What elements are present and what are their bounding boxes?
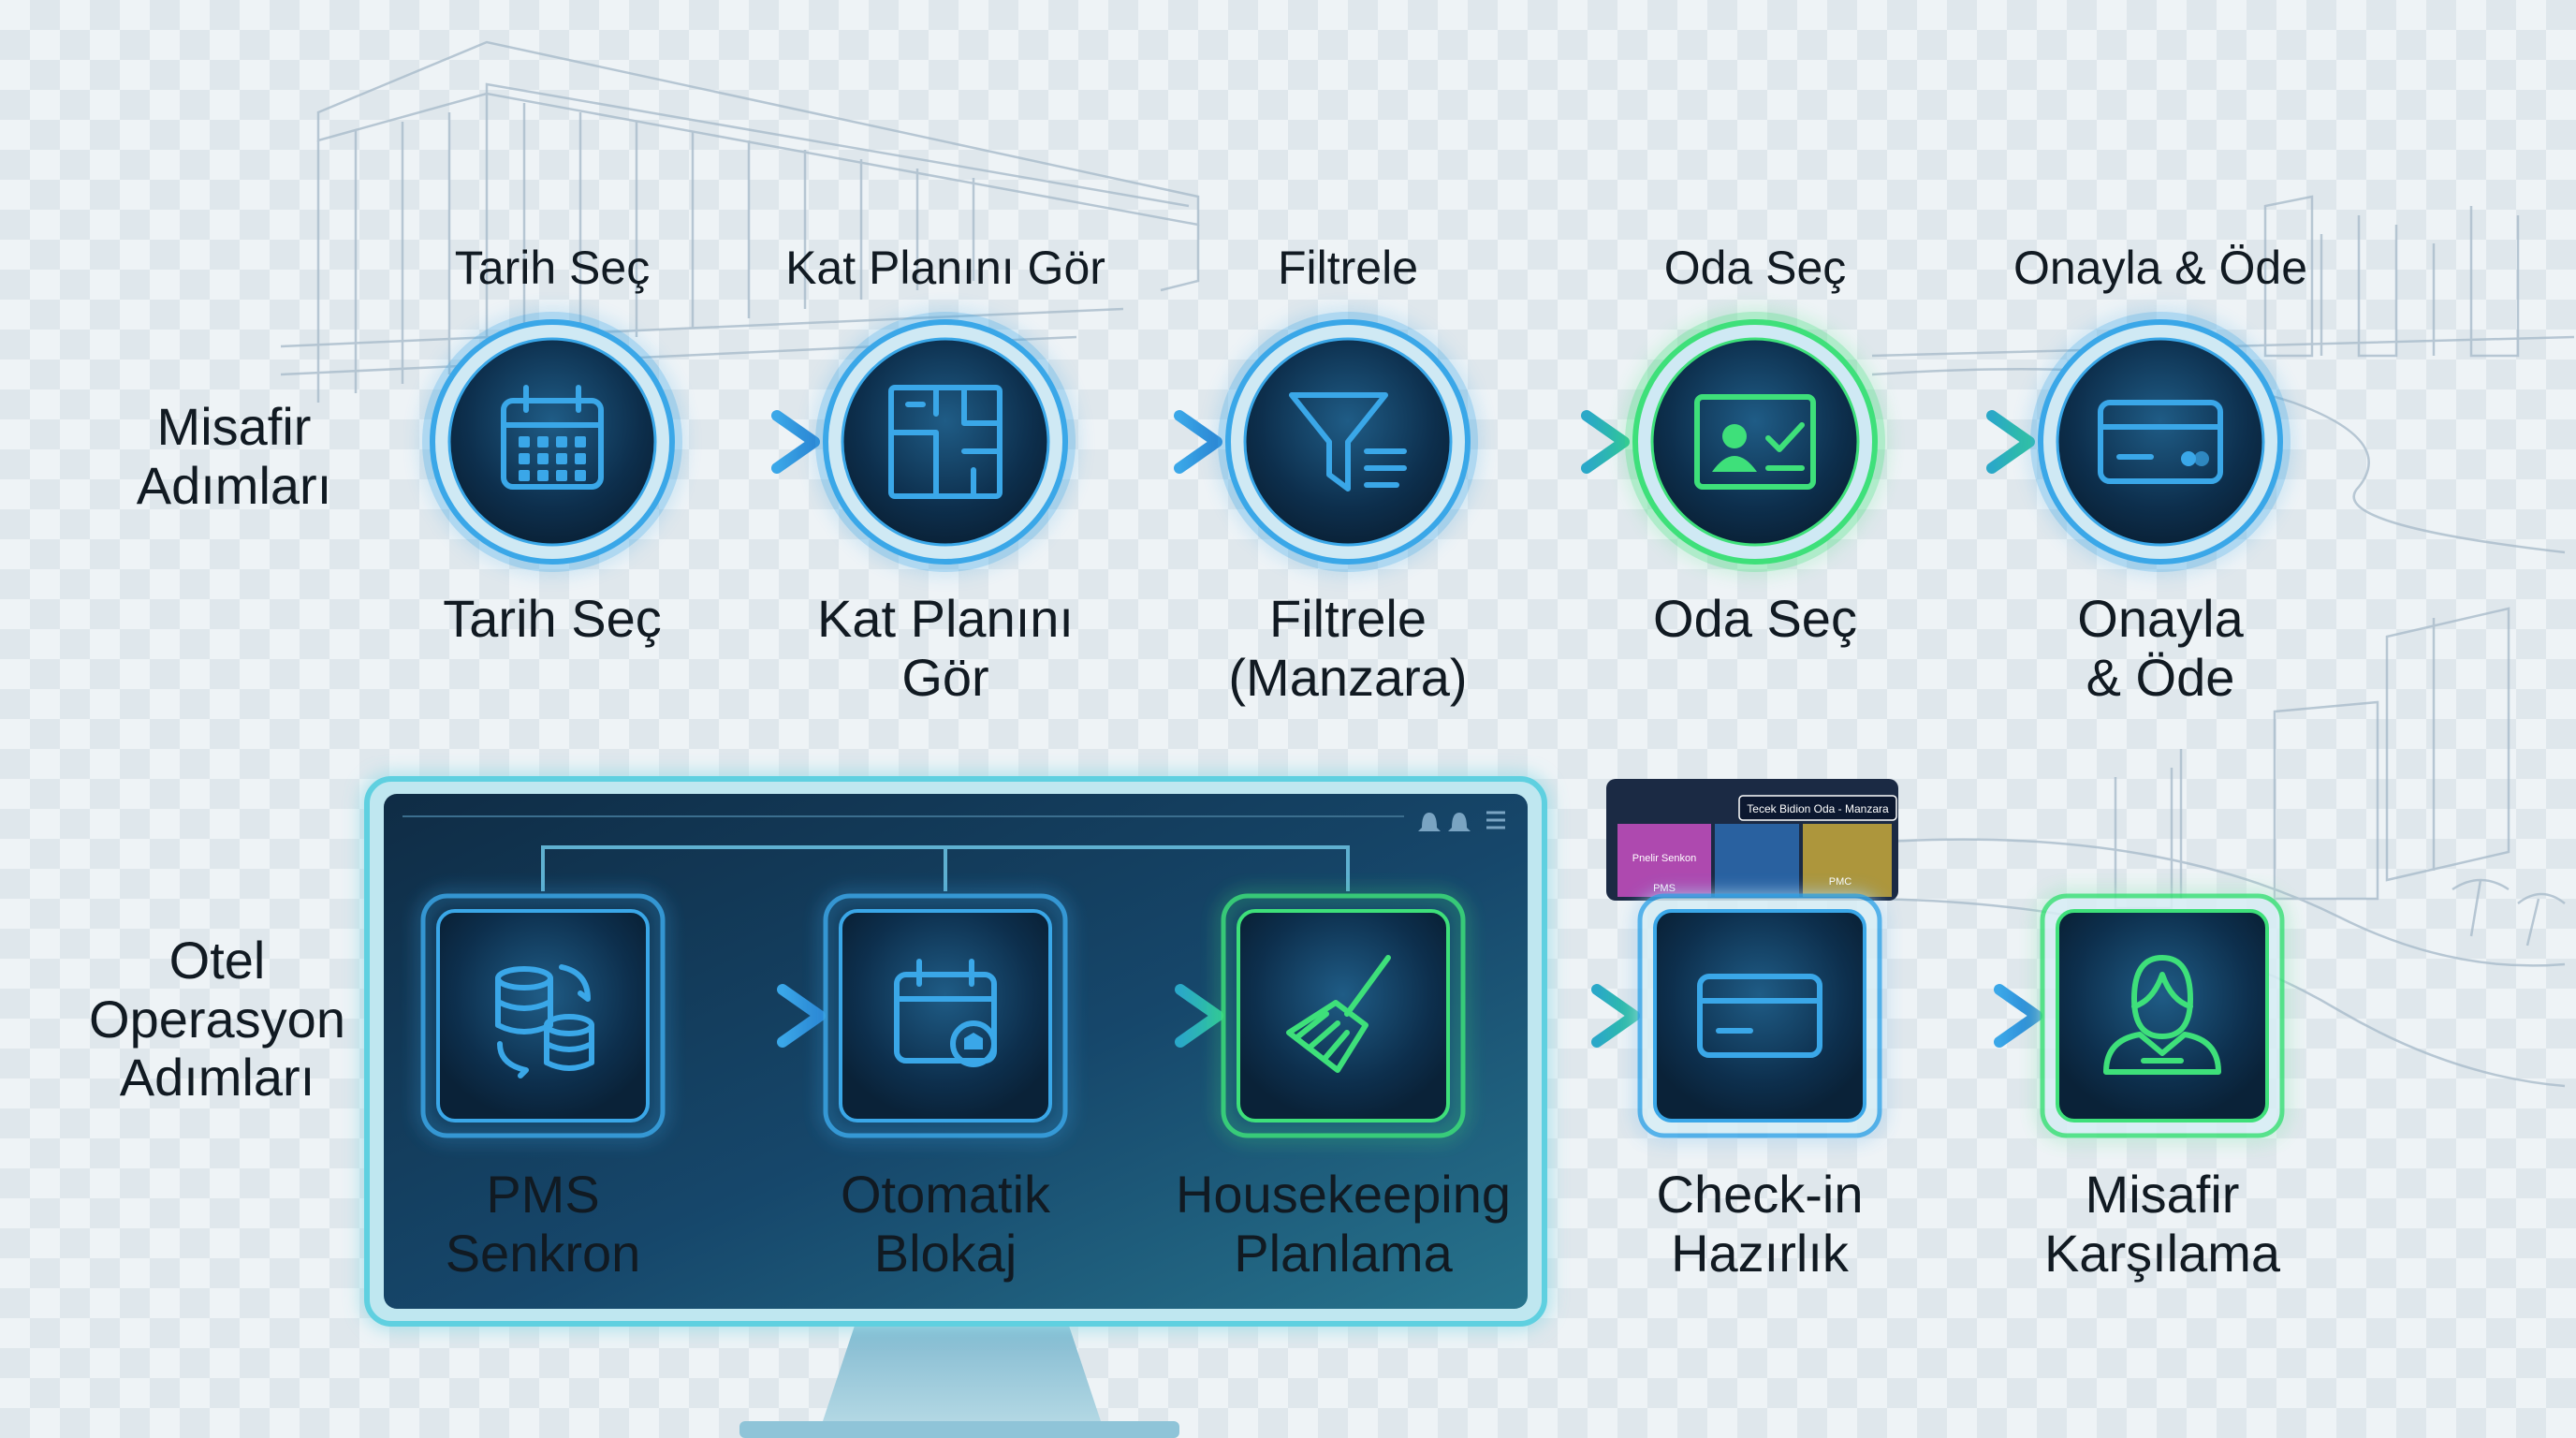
guest-row-label: Misafir Adımları (136, 397, 332, 515)
floor-plan-icon (888, 385, 1003, 499)
monitor-base (739, 1421, 1179, 1438)
guest-arrow-3 (1473, 410, 1630, 474)
thumbnail-tile-1: Pnelir Senkon (1632, 853, 1697, 864)
guest-step-4-top-label: Oda Seç (1663, 242, 1847, 294)
guest-step-1-top-label: Tarih Seç (454, 242, 651, 294)
guest-step-4-bottom-label: Oda Seç (1653, 589, 1857, 648)
ops-step-1-label: PMS Senkron (445, 1165, 641, 1283)
calendar-block-icon (894, 959, 997, 1067)
guest-step-3-bottom-label: Filtrele (Manzara) (1228, 589, 1468, 707)
monitor-stand (819, 1320, 1105, 1432)
thumbnail-header: Tecek Bidion Oda - Manzara (1747, 802, 1889, 815)
ops-arrow-1 (661, 984, 826, 1048)
guest-step-1[interactable] (422, 312, 682, 572)
notification-icon (1448, 813, 1471, 831)
ops-step-3-label: Housekeeping Planlama (1175, 1165, 1512, 1283)
card-icon (1697, 974, 1822, 1058)
ops-row-label: Otel Operasyon Adımları (89, 931, 345, 1108)
ops-step-2-label: Otomatik Blokaj (840, 1165, 1051, 1283)
ops-step-1[interactable] (420, 893, 666, 1138)
broom-icon (1286, 955, 1391, 1073)
guest-step-5[interactable] (2030, 312, 2291, 572)
background-building-sketch (280, 40, 1200, 403)
thumbnail-preview: Tecek Bidion Oda - Manzara Pnelir Senkon… (1606, 779, 1898, 901)
guest-step-1-bottom-label: Tarih Seç (443, 589, 662, 648)
bell-icon (1418, 813, 1441, 831)
ops-step-3[interactable] (1221, 893, 1466, 1138)
guest-step-2-top-label: Kat Planını Gör (785, 242, 1105, 294)
filter-icon (1289, 392, 1407, 492)
guest-arrow-2 (1071, 410, 1222, 474)
database-sync-icon (495, 964, 594, 1078)
guest-arrow-1 (678, 410, 820, 474)
connector-bracket (541, 845, 1350, 891)
thumbnail-tile-2: PMC (1829, 876, 1852, 888)
ops-step-2[interactable] (823, 893, 1068, 1138)
room-card-icon (1694, 394, 1816, 490)
ops-arrow-4 (1878, 984, 2042, 1048)
guest-step-2-bottom-label: Kat Planını Gör (817, 589, 1074, 707)
receptionist-icon (2103, 955, 2221, 1075)
credit-card-icon (2098, 400, 2223, 484)
menu-icon[interactable] (1486, 811, 1505, 829)
ops-step-5[interactable] (2040, 893, 2285, 1138)
ops-step-4-label: Check-in Hazırlık (1656, 1165, 1864, 1283)
guest-step-4[interactable] (1625, 312, 1885, 572)
guest-step-3[interactable] (1218, 312, 1478, 572)
guest-step-5-bottom-label: Onayla & Öde (2077, 589, 2244, 707)
guest-step-2[interactable] (815, 312, 1076, 572)
guest-arrow-4 (1881, 410, 2035, 474)
guest-step-5-top-label: Onayla & Öde (2012, 242, 2308, 294)
ops-arrow-2 (1063, 984, 1223, 1048)
guest-step-3-top-label: Filtrele (1277, 242, 1419, 294)
calendar-icon (501, 385, 604, 490)
ops-step-5-label: Misafir Karşılama (2043, 1165, 2281, 1283)
thumbnail-tile-1-sub: PMS (1653, 883, 1676, 894)
ops-step-4[interactable] (1637, 893, 1882, 1138)
ops-arrow-3 (1461, 984, 1640, 1048)
